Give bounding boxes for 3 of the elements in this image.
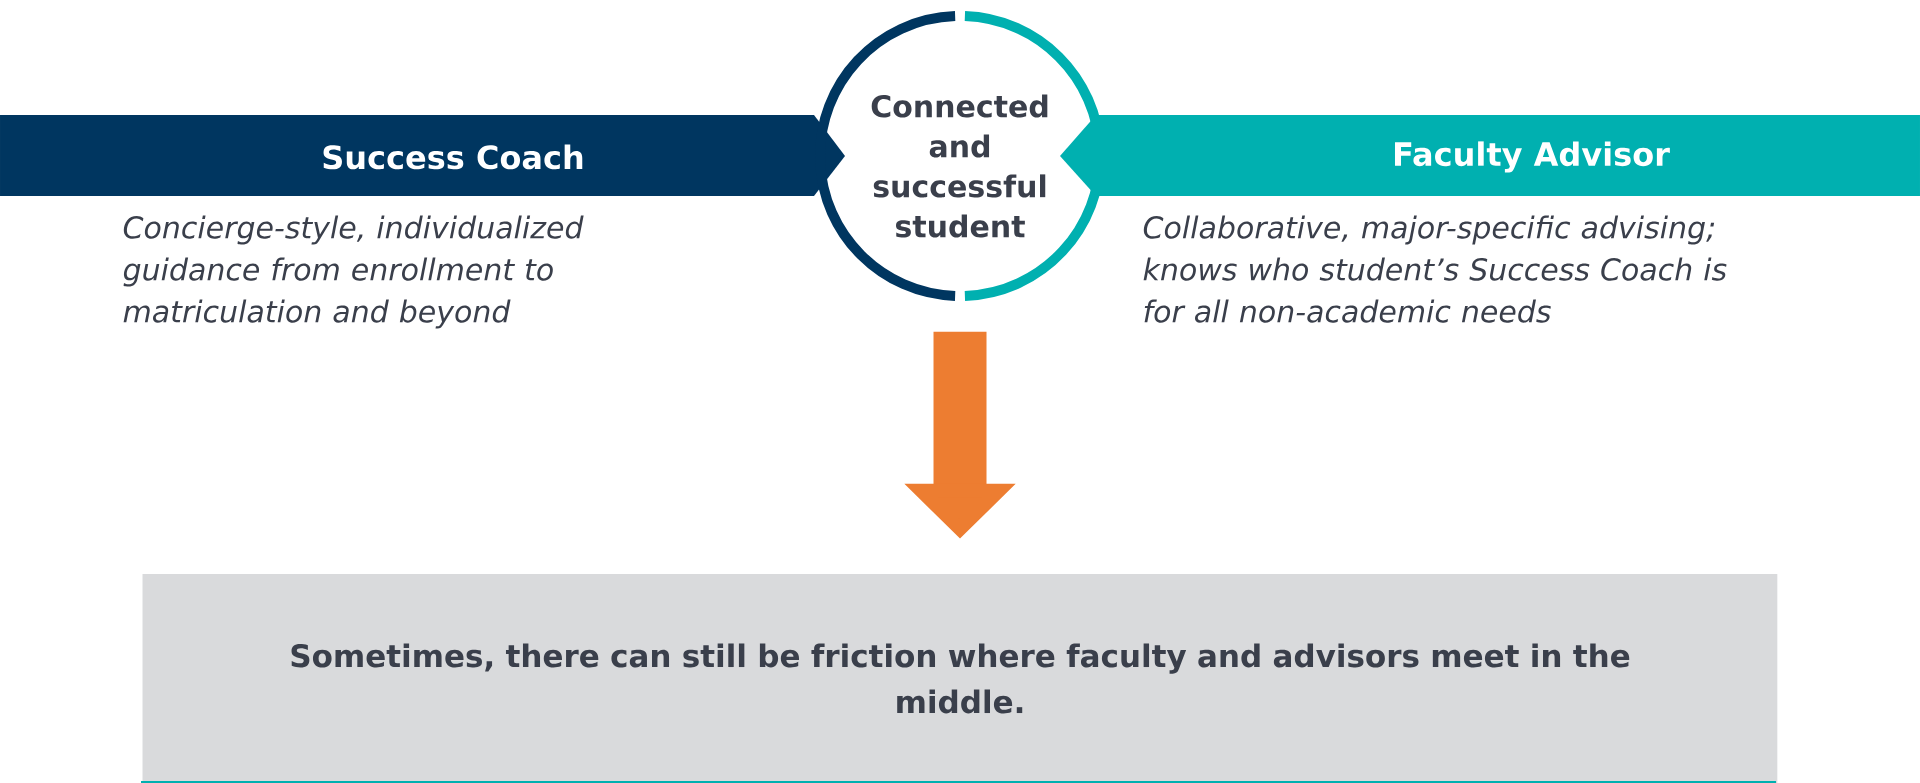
description-text: Collaborative, major-specific advising; knows who student’s Success Coach is for all non-academic needs <box>1143 215 1727 323</box>
description-text: Concierge-style, individualized guidance from enrollment to matriculation and beyond <box>123 215 584 329</box>
message-box: Sometimes, there can still be friction where faculty and advisors meet in the middle. <box>140 574 1778 783</box>
